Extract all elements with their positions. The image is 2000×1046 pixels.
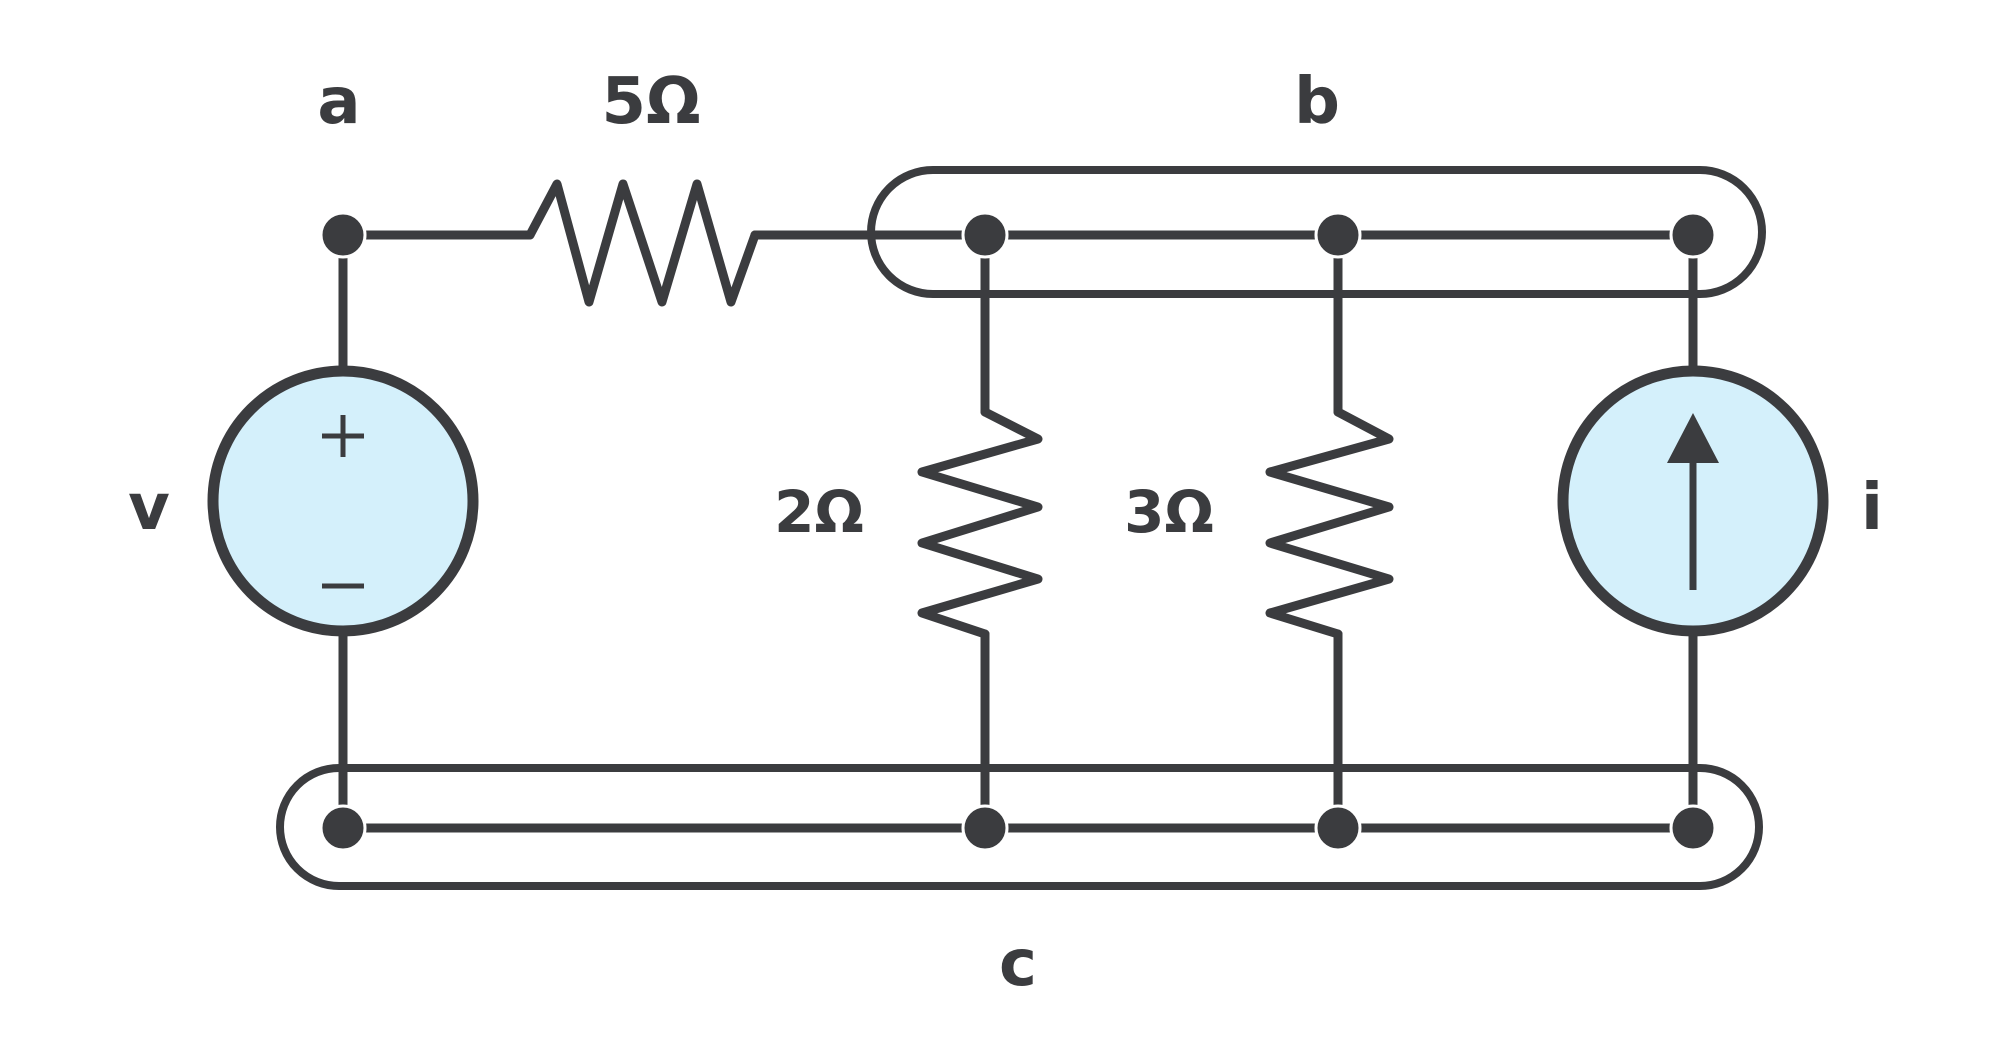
node-a-label: a	[317, 65, 360, 139]
current-source-label: i	[1861, 471, 1883, 545]
resistor-3ohm-label: 3Ω	[1124, 478, 1214, 546]
node-b-dot-2	[1314, 211, 1362, 259]
node-c-dot-4	[1669, 804, 1717, 852]
voltage-source-label: v	[128, 471, 170, 545]
node-c-dot-2	[961, 804, 1009, 852]
node-b-loop	[867, 166, 1766, 298]
voltage-source	[207, 365, 479, 637]
plus-sign	[322, 415, 364, 457]
node-c-loop	[276, 764, 1763, 890]
node-c-dot-1	[319, 804, 367, 852]
node-b-dot-3	[1669, 211, 1717, 259]
resistor-5ohm-label: 5Ω	[602, 65, 701, 139]
node-c-label: c	[999, 927, 1037, 1001]
resistor-5ohm	[525, 179, 760, 307]
resistor-2ohm	[917, 407, 1043, 639]
node-c-dot-3	[1314, 804, 1362, 852]
resistor-2ohm-label: 2Ω	[774, 478, 864, 546]
node-b-label: b	[1294, 65, 1340, 139]
node-b-dot-1	[961, 211, 1009, 259]
current-arrow-head	[1667, 413, 1719, 463]
node-a-dot	[319, 211, 367, 259]
resistor-3ohm	[1265, 407, 1394, 639]
